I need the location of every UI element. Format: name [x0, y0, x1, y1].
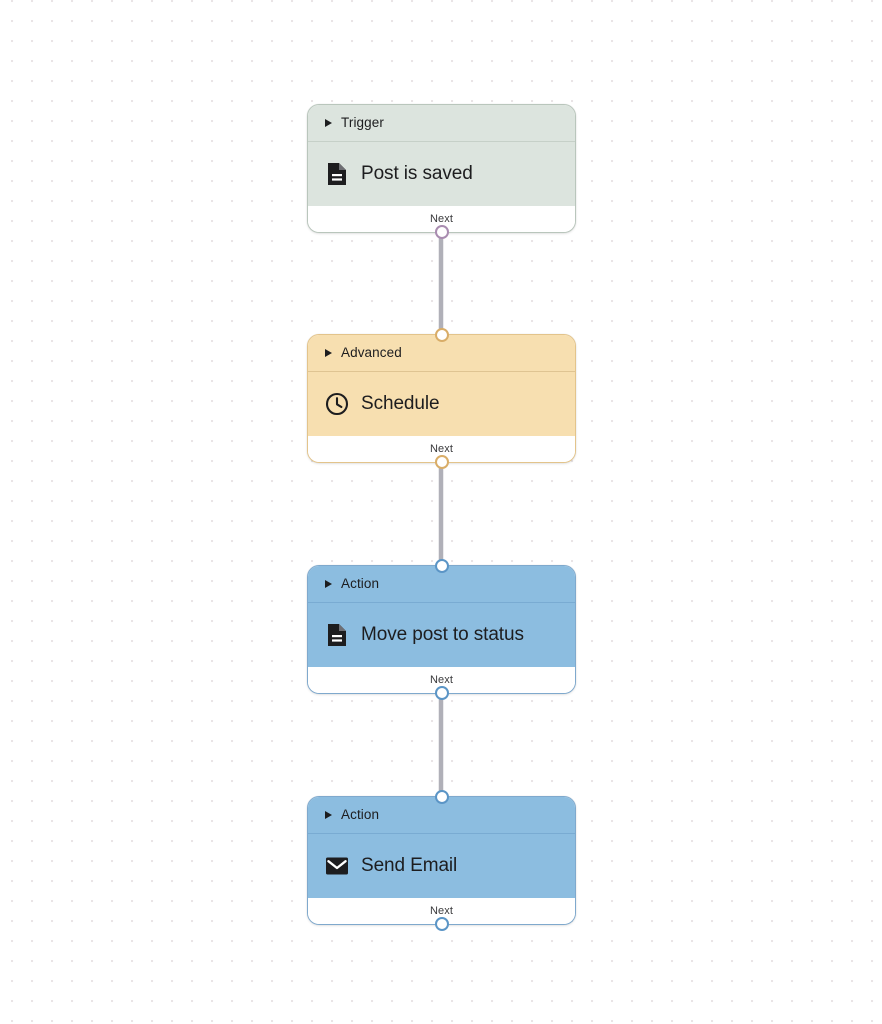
node-header-trigger[interactable]: Trigger — [308, 105, 575, 141]
connection-handle-source[interactable] — [434, 686, 449, 700]
node-type-label: Advanced — [341, 345, 402, 361]
workflow-node-advanced[interactable]: Advanced Schedule Next — [307, 328, 576, 469]
node-divider — [308, 371, 575, 372]
clock-icon — [325, 392, 349, 416]
connection-handle-target[interactable] — [434, 559, 449, 573]
connection-handle-source[interactable] — [434, 225, 449, 239]
node-body-advanced[interactable]: Schedule — [308, 372, 575, 436]
workflow-node-trigger[interactable]: Trigger Post is saved Next — [307, 104, 576, 239]
document-icon — [325, 162, 349, 186]
node-title: Post is saved — [361, 162, 473, 184]
node-type-label: Trigger — [341, 115, 384, 131]
node-divider — [308, 602, 575, 603]
node-divider — [308, 141, 575, 142]
connection-handle-source[interactable] — [434, 917, 449, 931]
node-title: Move post to status — [361, 623, 524, 645]
disclosure-triangle-icon[interactable] — [325, 580, 332, 588]
next-label: Next — [429, 905, 454, 917]
disclosure-triangle-icon[interactable] — [325, 119, 332, 127]
disclosure-triangle-icon[interactable] — [325, 349, 332, 357]
node-body-trigger[interactable]: Post is saved — [308, 142, 575, 206]
connection-handle-source[interactable] — [434, 455, 449, 469]
disclosure-triangle-icon[interactable] — [325, 811, 332, 819]
connection-handle-target[interactable] — [434, 790, 449, 804]
next-label: Next — [429, 213, 454, 225]
workflow-node-action-email[interactable]: Action Send Email Next — [307, 790, 576, 931]
node-title: Schedule — [361, 392, 440, 414]
document-icon — [325, 623, 349, 647]
node-type-label: Action — [341, 807, 380, 823]
connection-handle-target[interactable] — [434, 328, 449, 342]
workflow-node-action-move[interactable]: Action Move post to status Next — [307, 559, 576, 700]
node-body-action[interactable]: Move post to status — [308, 603, 575, 667]
next-label: Next — [429, 674, 454, 686]
node-body-action[interactable]: Send Email — [308, 834, 575, 898]
node-type-label: Action — [341, 576, 380, 592]
next-label: Next — [429, 443, 454, 455]
node-title: Send Email — [361, 854, 458, 876]
envelope-icon — [325, 854, 349, 878]
node-divider — [308, 833, 575, 834]
